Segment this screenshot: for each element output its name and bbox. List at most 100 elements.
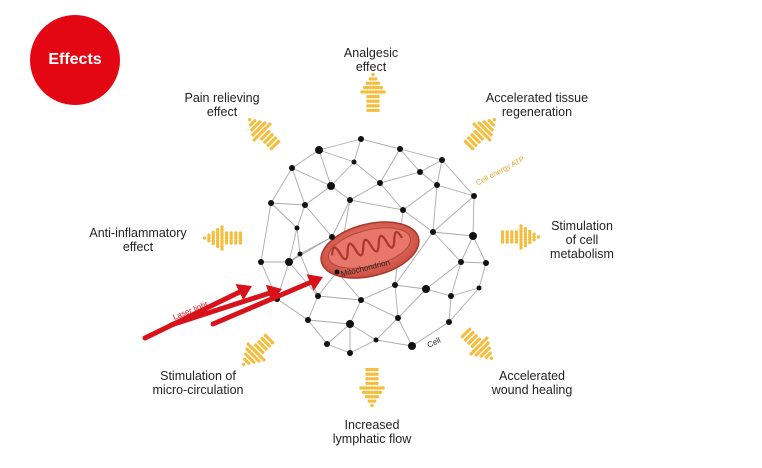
- arrow-dot: [375, 377, 379, 381]
- laser-arrowhead: [235, 284, 252, 301]
- network-edge: [296, 227, 301, 255]
- arrow-dot: [263, 121, 267, 125]
- arrow-dot: [373, 104, 378, 108]
- network-node: [315, 293, 321, 299]
- arrow-dot: [523, 229, 528, 234]
- arrow-dot: [370, 390, 374, 395]
- label-line: effect: [122, 240, 154, 254]
- arrow-dot: [510, 230, 514, 234]
- network-edge: [450, 261, 462, 297]
- arrow-dot: [211, 230, 215, 235]
- label-line: Increased: [344, 418, 400, 432]
- arrow-up-analgesic: [360, 72, 386, 113]
- network-node: [334, 269, 340, 275]
- label-line: Anti-inflammatory: [89, 226, 187, 240]
- arrow-dot: [463, 338, 468, 342]
- arrow-dot: [370, 403, 374, 408]
- network-edge: [436, 184, 475, 197]
- label-line: metabolism: [550, 247, 614, 261]
- network-node: [347, 197, 353, 203]
- effect-label-lymphatic-flow: Increased lymphatic flow: [333, 418, 412, 446]
- arrow-dot: [365, 377, 369, 381]
- arrow-dot: [372, 381, 377, 386]
- arrow-dot: [220, 247, 224, 251]
- effect-label-cell-metabolism: Stimulation of cell metabolism: [550, 219, 614, 261]
- arrow-dot: [238, 238, 243, 243]
- arrow-dot: [368, 104, 373, 108]
- arrow-dot: [202, 236, 207, 240]
- arrow-dot: [505, 237, 509, 242]
- arrow-dot: [505, 230, 509, 234]
- laser-beams: [142, 274, 323, 341]
- network-node: [258, 259, 264, 265]
- arrow-dot: [510, 240, 514, 244]
- network-edge: [270, 202, 298, 229]
- network-edge: [397, 288, 427, 319]
- arrow-dot: [532, 238, 536, 242]
- network-edge: [318, 138, 362, 151]
- arrow-dot: [370, 367, 374, 372]
- arrow-dot: [373, 390, 377, 395]
- effect-arrows: [202, 72, 541, 408]
- arrow-dot: [505, 232, 509, 237]
- arrow-dot: [489, 133, 493, 137]
- arrow-dot: [474, 353, 478, 357]
- network-node: [417, 169, 423, 175]
- arrow-dot: [367, 372, 372, 376]
- network-edge: [288, 227, 298, 263]
- arrow-dot: [505, 235, 509, 239]
- arrow-dot: [359, 386, 363, 390]
- arrow-dot: [514, 240, 519, 244]
- arrow-dot: [211, 233, 215, 237]
- arrow-down-lymphatic-flow: [359, 367, 385, 408]
- arrow-dot: [224, 241, 229, 245]
- network-edge: [349, 339, 377, 354]
- arrow-dot: [376, 85, 381, 90]
- arrow-dot: [365, 367, 369, 372]
- arrow-dot: [480, 137, 485, 141]
- arrow-dot: [375, 381, 379, 386]
- network-edge: [472, 235, 487, 264]
- arrow-dot: [470, 146, 475, 151]
- effects-badge: Effects: [30, 15, 120, 105]
- network-edge: [394, 284, 399, 319]
- network-node: [268, 200, 274, 206]
- network-edge: [397, 317, 413, 347]
- network-edge: [276, 298, 309, 321]
- arrow-dot: [488, 138, 492, 142]
- arrow-dot: [229, 241, 233, 245]
- arrow-dot: [519, 232, 523, 236]
- arrow-dot: [229, 231, 233, 235]
- label-line: Accelerated: [498, 369, 565, 383]
- network-edge: [472, 195, 475, 237]
- arrow-dot: [263, 333, 268, 338]
- arrow-dot: [519, 235, 523, 239]
- arrow-dot: [229, 233, 233, 238]
- arrow-dot: [374, 90, 378, 94]
- label-line: Analgesic: [343, 46, 399, 60]
- arrow-dot: [215, 239, 220, 243]
- arrow-dot: [484, 355, 489, 359]
- network-node: [476, 285, 482, 291]
- arrow-dot: [267, 129, 271, 134]
- arrow-dot: [523, 227, 528, 231]
- network-node: [395, 315, 401, 321]
- arrow-dot: [373, 99, 378, 103]
- arrow-dot: [215, 236, 220, 240]
- arrow-dot: [365, 81, 370, 85]
- arrow-dot: [382, 90, 386, 94]
- arrow-dot: [224, 238, 229, 243]
- arrow-micro-circulation: [241, 333, 275, 367]
- network-edge: [349, 323, 377, 341]
- arrow-dot: [367, 399, 371, 403]
- arrow-left-anti-inflammatory: [202, 225, 243, 251]
- arrow-dot: [523, 235, 528, 239]
- network-node: [324, 341, 330, 347]
- arrow-dot: [376, 90, 381, 94]
- arrow-dot: [378, 386, 382, 390]
- laser-beam: [210, 274, 323, 327]
- label-line: wound healing: [491, 383, 573, 397]
- arrow-dot: [510, 235, 514, 239]
- network-edge: [402, 184, 438, 211]
